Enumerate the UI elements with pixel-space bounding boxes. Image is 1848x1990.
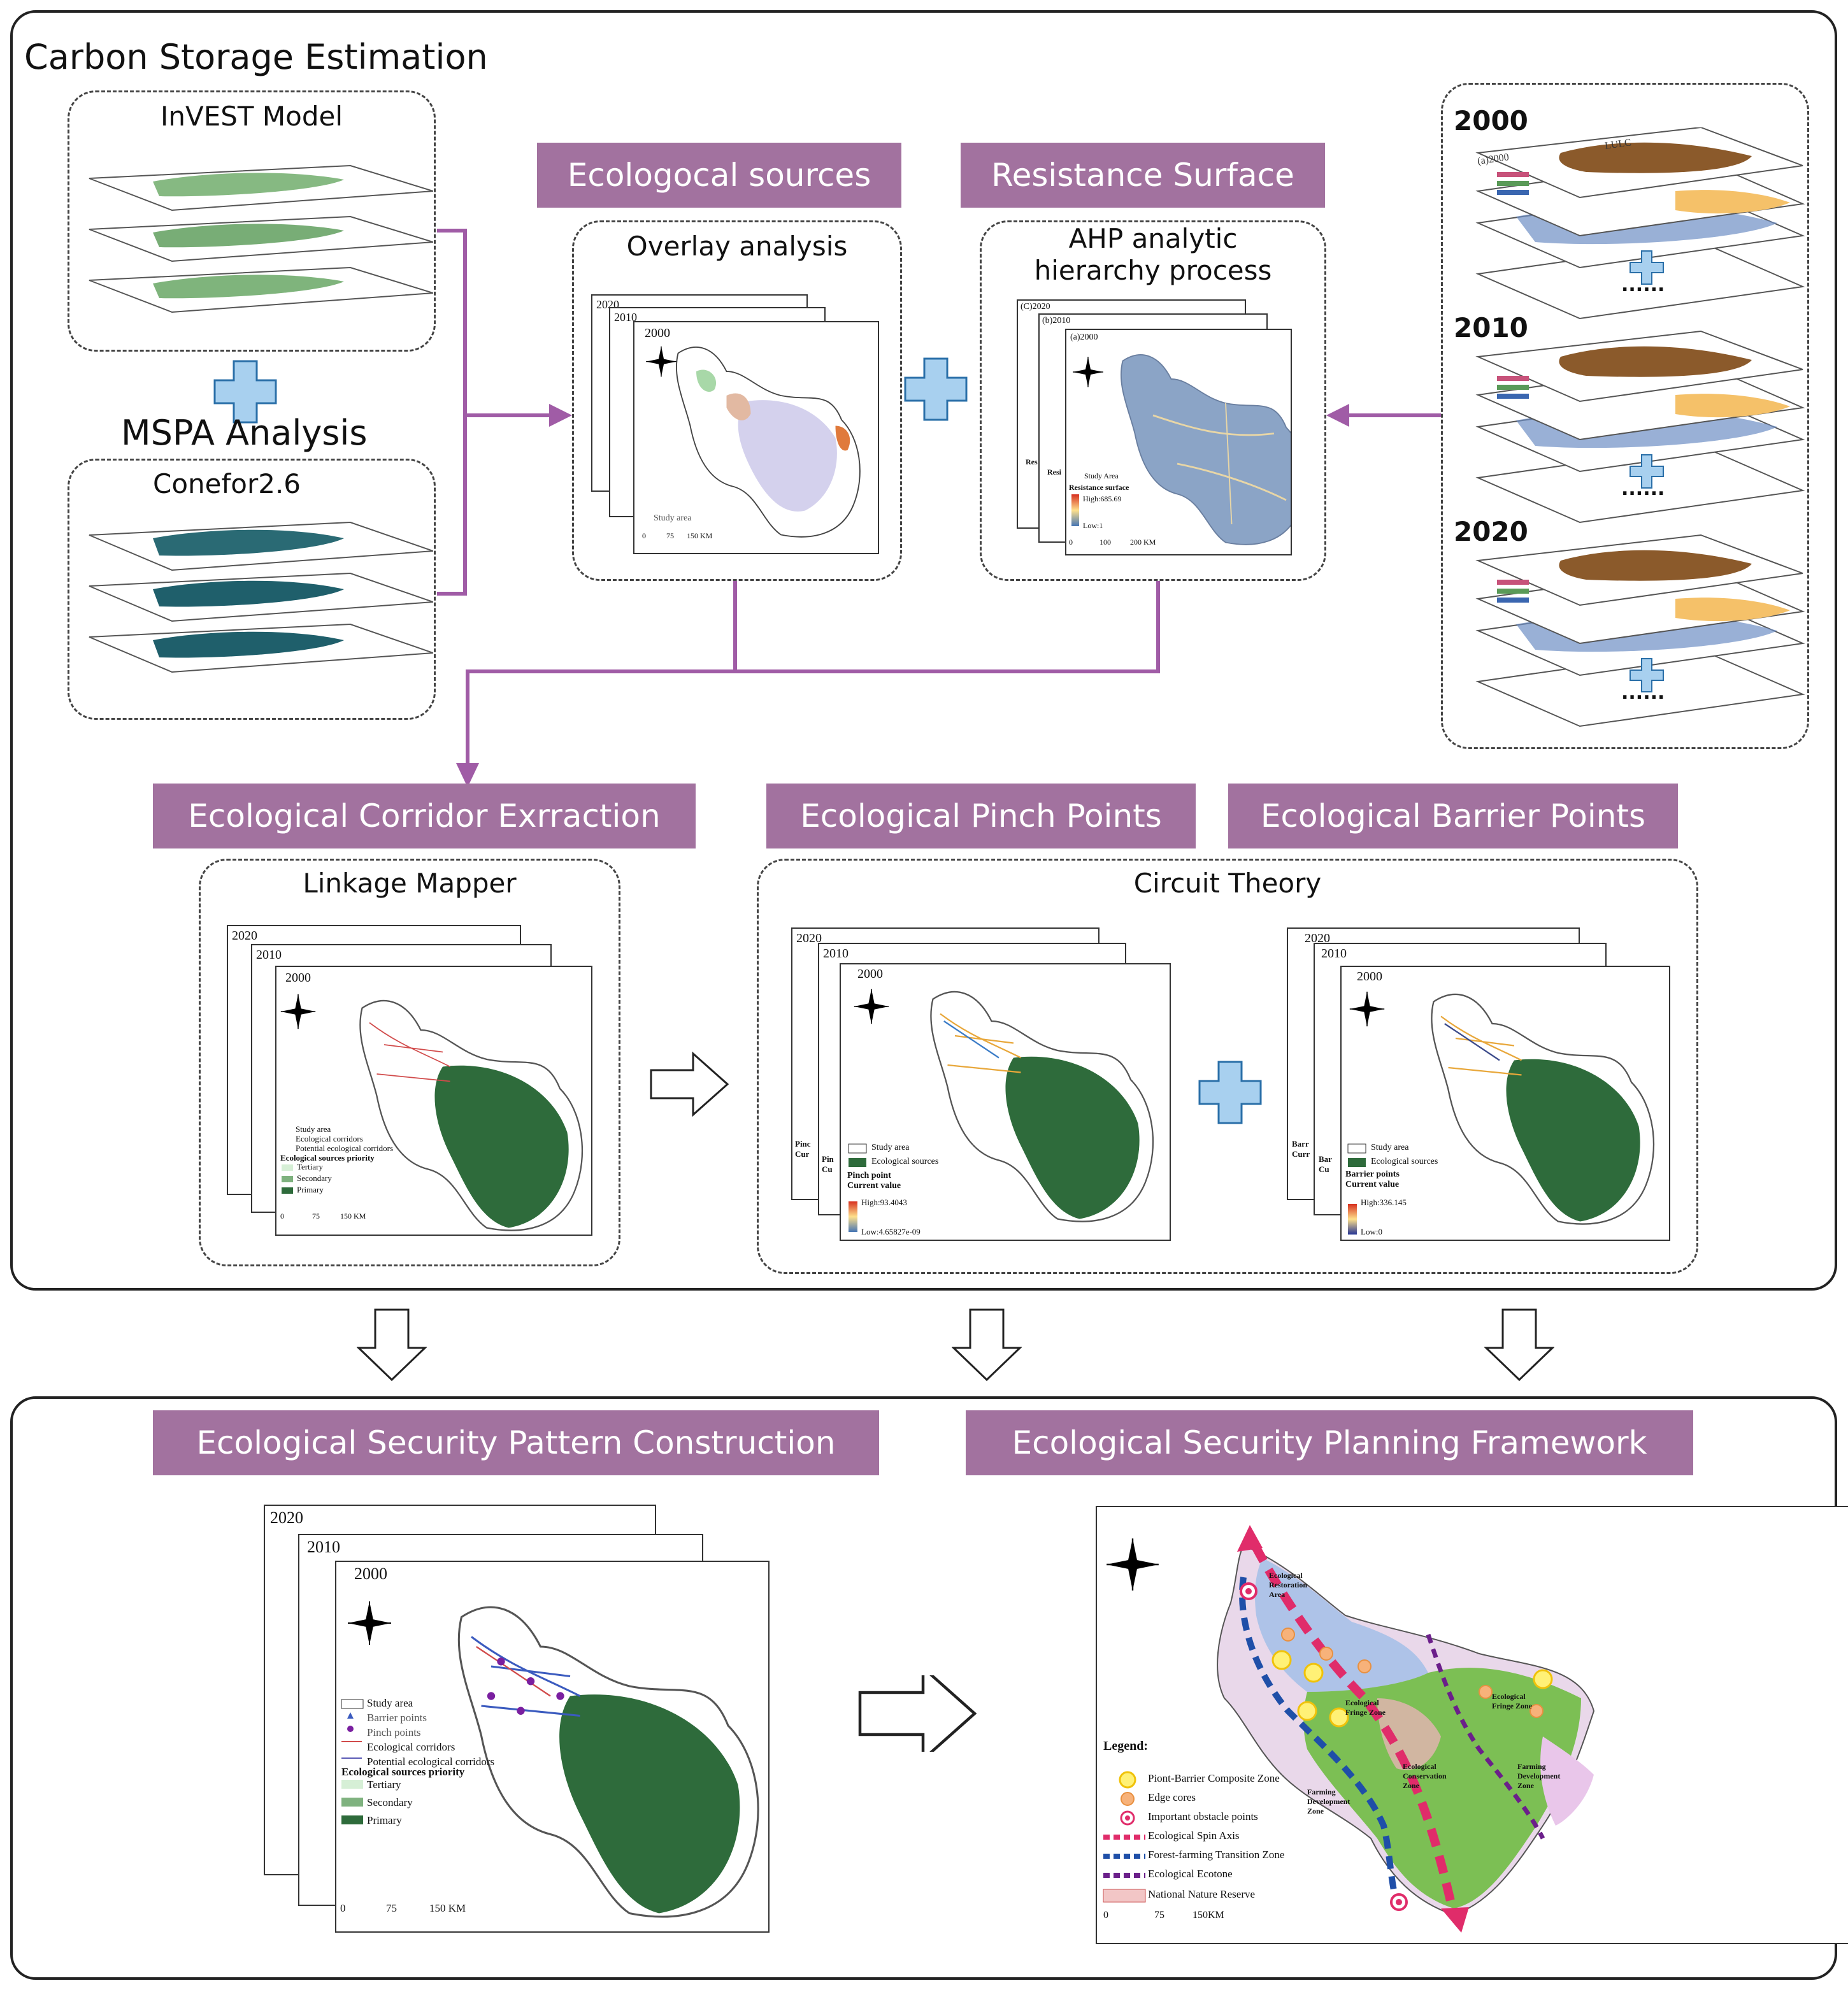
planning-framework-header: Ecological Security Planning Framework [966,1410,1693,1475]
invest-box [68,90,436,352]
barrier-points-header: Ecological Barrier Points [1228,784,1678,848]
flow-arrow [857,1675,978,1752]
linkage-mapper-box [199,859,620,1266]
ahp-label-line1: AHP analytic [1068,223,1238,254]
mspa-layer-stack [89,521,433,673]
flow-arrow-down [952,1308,1021,1381]
resistance-map-2000: (a)2000 Study Area Resistance surface Hi… [1065,329,1292,555]
pinch-map-2000: 2000 Study area Ecological sources Pinch… [840,963,1171,1241]
invest-layer-stack [89,164,433,313]
flow-arrow-down [1485,1308,1554,1381]
plus-icon [904,357,968,421]
lulc-title: LULC [1604,137,1632,152]
lulc-year-2020: 2020 [1454,516,1528,547]
analysis-panel [10,10,1837,1291]
lulc-box [1441,83,1809,749]
lulc-year-2000: 2000 [1454,105,1528,136]
lulc-year-2010: 2010 [1454,312,1528,343]
carbon-storage-title: Carbon Storage Estimation [24,37,488,77]
barrier-map-2000: 2000 Study area Ecological sources Barri… [1340,966,1670,1241]
overlay-analysis-label: Overlay analysis [626,231,848,262]
svg-text:(a)2000: (a)2000 [1477,152,1510,167]
linkage-mapper-label: Linkage Mapper [303,868,517,899]
plus-icon [1198,1061,1262,1124]
sources-map-2000: 2000 Study area 0 75 150 KM [633,321,879,554]
lulc-ellipsis-1: ...... [1621,274,1665,296]
ahp-label-line2: hierarchy process [1034,255,1272,286]
ahp-box [980,220,1326,581]
conefor-label: Conefor2.6 [153,468,301,499]
invest-model-label: InVEST Model [160,101,343,132]
connector-lines [437,229,1441,787]
overlay-analysis-box [572,220,902,581]
circuit-theory-box [757,859,1698,1274]
planning-framework-map-frame: Legend: Piont-Barrier Composite Zone Edg… [1096,1506,1848,1944]
resistance-surface-header: Resistance Surface [961,143,1325,208]
lulc-ellipsis-2: ...... [1621,478,1665,500]
flow-arrow-down [357,1308,426,1381]
circuit-theory-label: Circuit Theory [1133,868,1322,899]
lulc-layer-stacks: LULC (a)2000 [1475,127,1805,727]
pattern-map-2000: 2000 Study area Barrier points Pinch poi… [335,1561,770,1933]
pattern-construction-header: Ecological Security Pattern Construction [153,1410,879,1475]
ecological-sources-header: Ecologocal sources [537,143,901,208]
lulc-ellipsis-3: ...... [1621,682,1665,704]
corridor-map-2000: 2000 Study area Ecological corridors Pot… [275,966,592,1236]
flow-arrow [650,1052,729,1116]
mspa-title: MSPA Analysis [121,413,368,453]
corridor-header: Ecological Corridor Exrraction [153,784,696,848]
study-area-legend: Study area [654,513,692,523]
mspa-box [68,459,436,720]
pinch-points-header: Ecological Pinch Points [766,784,1196,848]
